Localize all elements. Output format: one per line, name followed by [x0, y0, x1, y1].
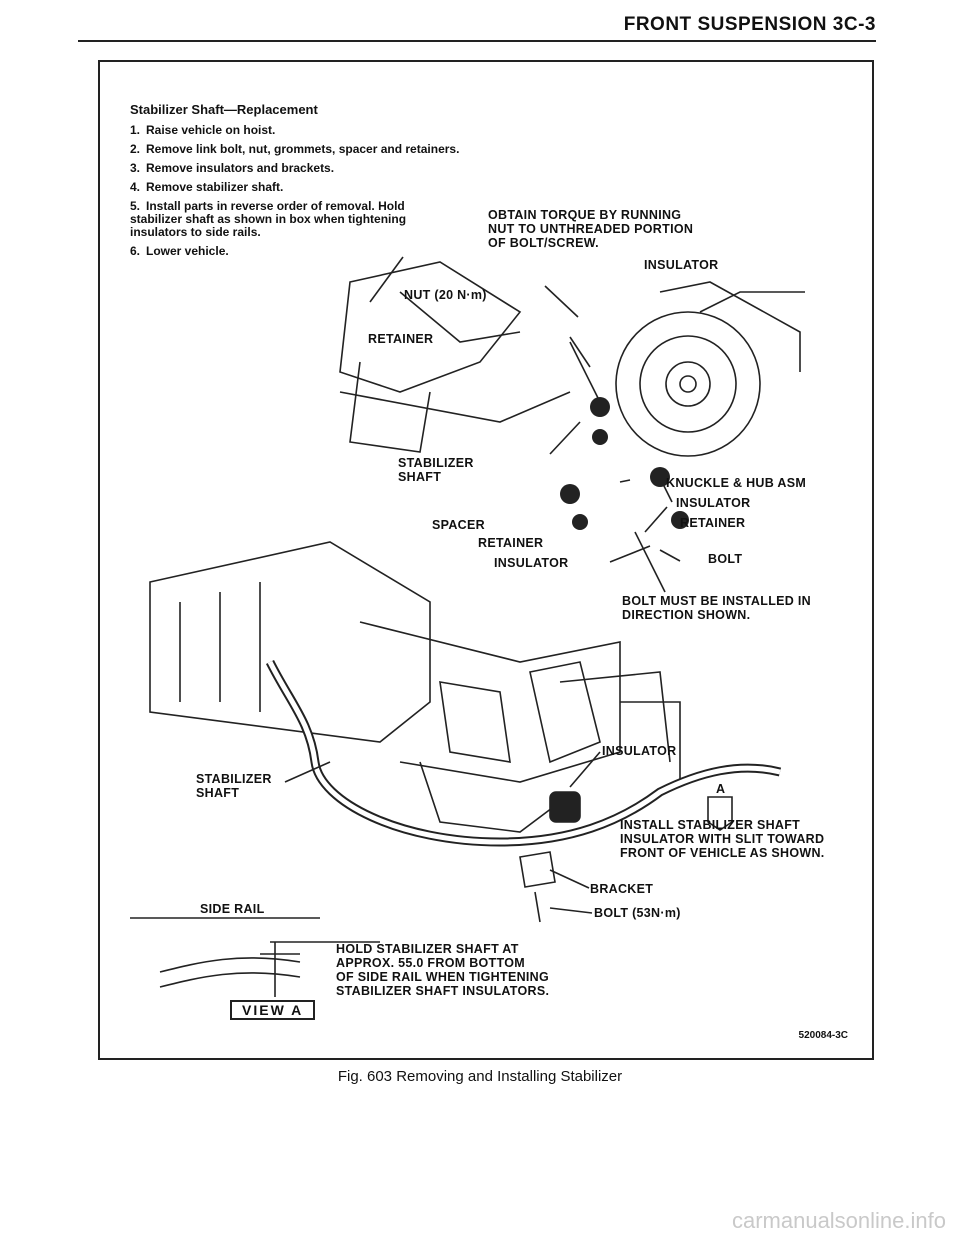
step-item: 5.Install parts in reverse order of remo… — [130, 199, 407, 239]
insulator-callout: INSULATOR — [602, 744, 677, 758]
torque-note-callout: OBTAIN TORQUE BY RUNNING NUT TO UNTHREAD… — [488, 208, 694, 250]
figure-reference-code: 520084-3C — [798, 1030, 848, 1041]
bolt-direction-note: BOLT MUST BE INSTALLED IN DIRECTION SHOW… — [622, 594, 811, 622]
knuckle-hub-callout: KNUCKLE & HUB ASM — [666, 476, 807, 490]
spacer-callout: SPACER — [432, 518, 485, 532]
figure-caption: Fig. 603 Removing and Installing Stabili… — [337, 1068, 623, 1085]
insulator-callout: INSULATOR — [644, 258, 719, 272]
suspension-illustration — [130, 256, 805, 997]
bolt-torque-callout: BOLT (53N·m) — [594, 906, 681, 920]
nut-callout: NUT (20 N·m) — [404, 288, 487, 302]
step-item: 1.Raise vehicle on hoist. — [130, 123, 276, 137]
hold-shaft-note: HOLD STABILIZER SHAFT AT APPROX. 55.0 FR… — [336, 942, 550, 998]
page-header-title: FRONT SUSPENSION 3C-3 — [623, 14, 876, 35]
retainer-callout: RETAINER — [368, 332, 434, 346]
view-a-label: VIEW A — [230, 1000, 316, 1020]
install-insulator-note: INSTALL STABILIZER SHAFT INSULATOR WITH … — [620, 818, 825, 860]
insulator-callout: INSULATOR — [494, 556, 569, 570]
bolt-callout: BOLT — [708, 552, 743, 566]
step-item: 3.Remove insulators and brackets. — [130, 161, 335, 175]
insulator-callout: INSULATOR — [676, 496, 751, 510]
retainer-callout: RETAINER — [478, 536, 544, 550]
bracket-callout: BRACKET — [590, 882, 654, 896]
step-item: 6.Lower vehicle. — [130, 244, 229, 258]
figure-frame — [98, 60, 874, 1060]
step-item: 2.Remove link bolt, nut, grommets, space… — [130, 142, 460, 156]
stabilizer-shaft-callout: STABILIZER SHAFT — [398, 456, 474, 484]
retainer-callout: RETAINER — [680, 516, 746, 530]
instruction-steps: 1.Raise vehicle on hoist. 2.Remove link … — [130, 124, 480, 264]
side-rail-callout: SIDE RAIL — [200, 902, 265, 916]
header-rule — [78, 40, 876, 42]
stabilizer-shaft-callout: STABILIZER SHAFT — [196, 772, 272, 800]
section-heading: Stabilizer Shaft—Replacement — [130, 102, 318, 117]
watermark: carmanualsonline.info — [731, 1208, 946, 1233]
step-item: 4.Remove stabilizer shaft. — [130, 180, 284, 194]
view-a-marker: A — [716, 782, 726, 796]
